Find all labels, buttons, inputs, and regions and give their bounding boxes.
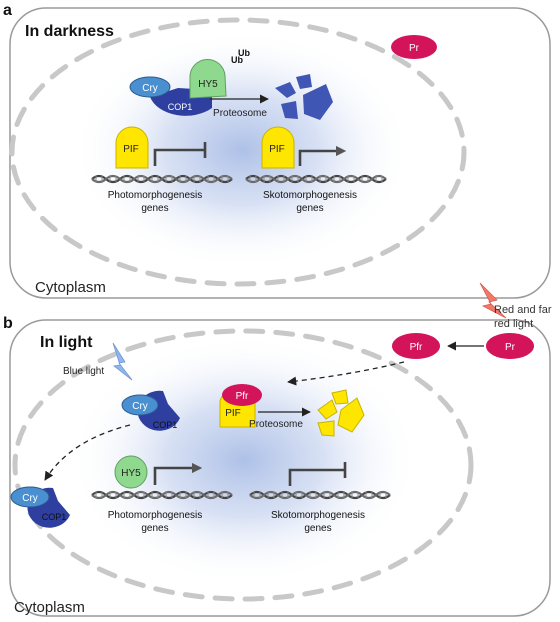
gene-photo-b: HY5 Photomorphogenesis genes [90, 455, 234, 534]
pif-shape-a-right [261, 126, 295, 169]
cry-shape-a [129, 76, 171, 98]
svg-text:Cry: Cry [142, 83, 158, 94]
cop1-cry-inner: COP1 Cry [121, 390, 180, 431]
cry-shape-b-inner [121, 394, 159, 416]
cop1-complex-a: COP1 Cry HY5 Ub Ub [129, 48, 250, 116]
svg-text:Pr: Pr [409, 43, 420, 54]
cop1-export-arrow [44, 424, 131, 481]
cry-shape-b-outer [10, 486, 50, 508]
pfr-shape-nucleus [222, 384, 262, 406]
activation-arrow-a [298, 145, 347, 166]
svg-text:HY5: HY5 [198, 79, 218, 90]
svg-text:Cry: Cry [22, 493, 38, 504]
svg-text:Ub: Ub [238, 48, 250, 58]
panel-a-title: In darkness [25, 23, 114, 40]
photo-label-a: Photomorphogenesis [108, 190, 203, 201]
svg-text:PIF: PIF [225, 408, 241, 419]
nuclear-envelope-b [12, 328, 474, 602]
blue-light-label: Blue light [63, 366, 104, 377]
svg-text:PIF: PIF [269, 144, 285, 155]
cytoplasm-label-a: Cytoplasm [35, 279, 106, 296]
pr-protein-b: Pr [486, 333, 534, 359]
nuclear-envelope-a [9, 17, 467, 287]
skoto-label-b: Skotomorphogenesis [271, 510, 365, 521]
svg-text:Ub: Ub [231, 55, 243, 65]
photo-label-a-2: genes [141, 203, 168, 214]
inhibition-mark-b [288, 468, 345, 486]
gene-skoto-a: PIF Skotomorphogenesis genes [244, 126, 388, 214]
svg-text:Pr: Pr [505, 342, 516, 353]
pif-pfr-complex: PIF Pfr [219, 384, 262, 428]
red-light-icon [479, 282, 507, 319]
proteosome-label-b: Proteosome [249, 419, 303, 430]
inhibition-mark-a [153, 148, 205, 166]
activation-arrow-b [153, 462, 203, 485]
hy5-shape-b [114, 455, 148, 489]
red-light-label-1: Red and far [494, 304, 552, 316]
photo-label-b: Photomorphogenesis [108, 510, 203, 521]
pr-protein-a: Pr [391, 35, 437, 59]
svg-text:COP1: COP1 [168, 102, 193, 112]
svg-text:Cry: Cry [132, 401, 148, 412]
panel-b-letter: b [3, 315, 13, 332]
gene-skoto-b: Skotomorphogenesis genes [248, 462, 392, 534]
svg-text:HY5: HY5 [121, 468, 141, 479]
svg-text:COP1: COP1 [153, 420, 178, 430]
skoto-label-a: Skotomorphogenesis [263, 190, 357, 201]
skoto-label-a-2: genes [296, 203, 323, 214]
panel-b: b In light Cytoplasm Blue light Red and … [3, 282, 552, 617]
cytoplasm-label-b: Cytoplasm [14, 599, 85, 616]
hy5-shape-a [189, 59, 227, 99]
degraded-fragments-b [317, 389, 365, 437]
svg-text:Pfr: Pfr [410, 342, 423, 353]
svg-text:PIF: PIF [123, 144, 139, 155]
panel-a-letter: a [3, 2, 12, 19]
panel-a: a In darkness Cytoplasm Pr COP1 Cry HY5 … [3, 2, 551, 299]
proteosome-label-a: Proteosome [213, 108, 267, 119]
degraded-fragments-a [275, 74, 333, 120]
svg-text:COP1: COP1 [42, 512, 67, 522]
skoto-label-b-2: genes [304, 523, 331, 534]
blue-light-icon [112, 342, 133, 381]
red-light-label-2: red light [494, 318, 533, 330]
pif-shape-a-left [115, 126, 149, 169]
pfr-protein-outer: Pfr [392, 333, 440, 359]
gene-photo-a: PIF Photomorphogenesis genes [90, 126, 234, 214]
panel-b-title: In light [40, 334, 93, 351]
svg-text:Pfr: Pfr [236, 391, 249, 402]
cop1-cry-outer: COP1 Cry [10, 486, 70, 528]
pfr-import-arrow [287, 361, 405, 386]
photo-label-b-2: genes [141, 523, 168, 534]
